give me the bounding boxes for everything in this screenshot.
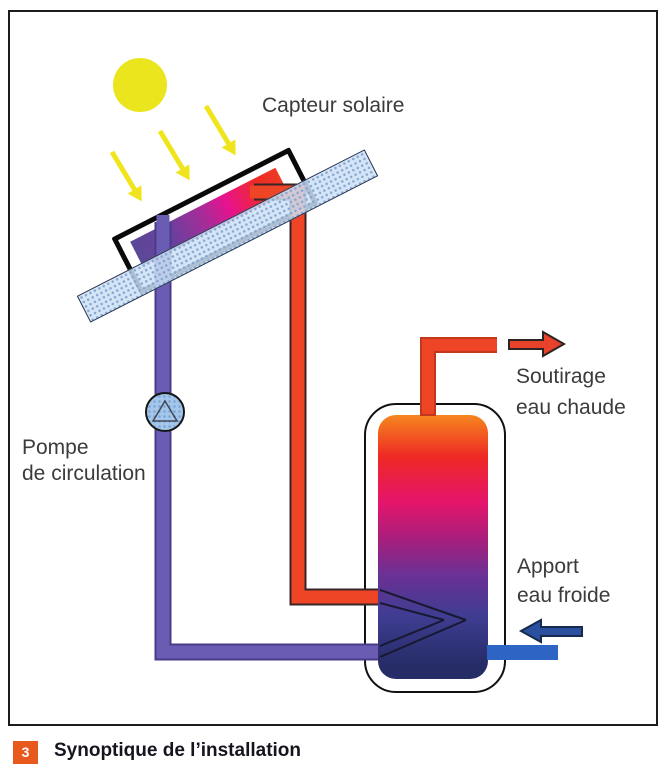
label-soutirage-line1: Soutirage bbox=[516, 365, 606, 388]
figure-frame bbox=[8, 10, 658, 726]
label-soutirage-line2: eau chaude bbox=[516, 396, 626, 419]
pump-icon bbox=[145, 392, 185, 432]
label-apport-line1: Apport bbox=[517, 555, 579, 578]
label-pompe-line2: de circulation bbox=[22, 462, 146, 485]
label-pompe-circulation: Pompe de circulation bbox=[22, 435, 146, 487]
tank-water-gradient bbox=[378, 415, 488, 679]
caption-title: Synoptique de l’installation bbox=[54, 740, 302, 761]
caption-number-badge: 3 bbox=[13, 741, 38, 764]
pump-impeller bbox=[151, 399, 179, 422]
label-apport-eau-froide: Apport eau froide bbox=[517, 552, 610, 610]
label-soutirage-eau-chaude: Soutirage eau chaude bbox=[516, 361, 626, 423]
sun-icon bbox=[113, 58, 167, 112]
label-pompe-line1: Pompe bbox=[22, 436, 89, 459]
label-apport-line2: eau froide bbox=[517, 584, 611, 607]
label-capteur-solaire: Capteur solaire bbox=[262, 94, 405, 117]
